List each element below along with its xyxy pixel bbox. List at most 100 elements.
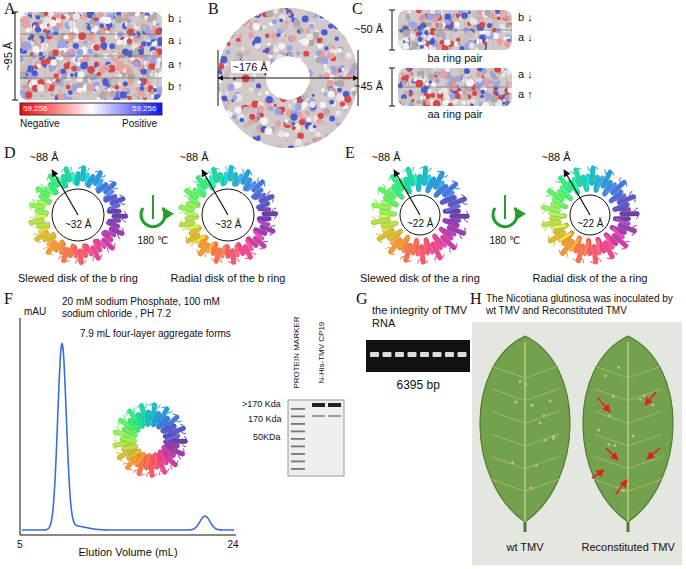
mw-marker: >170 Kda <box>242 399 281 409</box>
ring-label: b ↓ <box>168 12 183 25</box>
panel-letter: C <box>352 0 363 18</box>
dimension-label: ~88 Å <box>370 151 403 164</box>
lesion-arrow <box>606 448 618 460</box>
panel-letter: H <box>470 290 482 308</box>
gel-label: the integrity of TMV RNA <box>372 304 468 329</box>
marker-band <box>291 468 305 470</box>
ring-label: a ↓ <box>168 34 183 47</box>
leaf <box>480 336 570 532</box>
helix-disk <box>370 165 469 265</box>
dimension-line <box>392 10 393 50</box>
marker-band <box>291 453 305 455</box>
rna-band <box>408 352 417 357</box>
marker-band <box>291 408 305 410</box>
sample-band <box>328 403 341 407</box>
panel-letter: B <box>208 0 219 18</box>
axis-label: mAU <box>24 306 46 318</box>
lesion-arrow <box>645 392 656 405</box>
ring-label: a ↓ <box>518 31 533 44</box>
panel-letter: G <box>356 290 368 308</box>
elution-trace <box>22 344 234 530</box>
mw-marker: 170 Kda <box>248 414 282 424</box>
leaf <box>583 336 673 532</box>
dimension-label: ~88 Å <box>178 151 211 164</box>
marker-band <box>291 423 305 425</box>
rotation-axis <box>504 195 506 219</box>
protein-gel <box>288 400 344 476</box>
sample-band <box>312 403 325 407</box>
tick-label: 24 <box>228 539 239 551</box>
marker-band <box>291 438 305 440</box>
figure-note: The Nicotiana glutinosa was inoculated b… <box>486 293 682 316</box>
dimension-line <box>15 12 16 100</box>
panel-letter: F <box>4 290 13 308</box>
sample-band <box>328 415 341 417</box>
colorbar-label: Negative <box>20 118 59 130</box>
ring-label: b ↑ <box>168 80 183 93</box>
peak-note: 7.9 mL four-layer aggregate forms <box>80 328 231 340</box>
dimension-line <box>218 78 358 79</box>
rna-band <box>383 352 392 357</box>
buffer-note: 20 mM sodium Phosphate, 100 mM sodium ch… <box>62 296 252 319</box>
lesion-arrow <box>598 398 610 412</box>
lesion-arrow <box>616 480 627 494</box>
axis-label: Elution Volume (mL) <box>79 546 178 559</box>
rna-band <box>370 352 379 357</box>
dimension-line <box>392 68 393 106</box>
dimension-label: ~95 Å <box>2 41 15 70</box>
panel-letter: E <box>345 144 355 162</box>
rna-band <box>395 352 404 357</box>
panel-letter: D <box>4 144 16 162</box>
sample-band <box>312 415 325 417</box>
rna-band <box>458 352 467 357</box>
colorbar-value: 59.256 <box>23 104 47 113</box>
rna-band <box>433 352 442 357</box>
pair-label: ba ring pair <box>428 52 483 65</box>
mw-marker: 50KDa <box>253 432 281 442</box>
helix-disk <box>178 165 278 266</box>
protein-surface <box>398 10 512 50</box>
dimension-label: ~176 Å <box>231 61 270 74</box>
leaf-label: wt TMV <box>507 541 544 554</box>
rna-gel <box>366 340 470 372</box>
marker-band <box>291 431 305 433</box>
disk-caption: Slewed disk of the b ring <box>18 272 138 285</box>
gel-label: 6395 bp <box>397 379 440 393</box>
dimension-label: ~32 Å <box>215 219 241 231</box>
dimension-tick <box>389 106 395 107</box>
dimension-label: ~88 Å <box>28 151 61 164</box>
ring-label: a ↓ <box>518 68 533 81</box>
color-bar <box>20 103 162 115</box>
ring-label: a ↑ <box>518 88 533 101</box>
dimension-label: ~50 Å <box>354 23 383 36</box>
photo-ground <box>472 322 682 565</box>
marker-band <box>291 416 305 418</box>
dimension-label: ~45 Å <box>354 80 383 93</box>
dimension-label: ~32 Å <box>65 219 91 231</box>
dimension-tick <box>389 10 395 11</box>
y-axis <box>20 318 21 535</box>
x-axis <box>20 535 236 536</box>
dimension-tick <box>218 50 219 106</box>
helix-disk <box>540 165 639 265</box>
protein-surface <box>398 68 512 106</box>
protein-surface <box>20 12 162 100</box>
colorbar-value: 59.256 <box>132 104 156 113</box>
lesion-arrow <box>592 470 604 478</box>
lane-label: PROTEIN MARKER <box>292 316 301 388</box>
dimension-tick <box>389 68 395 69</box>
ring-label: a ↑ <box>168 58 183 71</box>
marker-band <box>291 446 305 448</box>
lesion-arrow <box>647 448 660 459</box>
dimension-label: ~88 Å <box>540 151 573 164</box>
lane-label: N-His-TMV CP19 <box>317 321 326 383</box>
rna-band <box>445 352 454 357</box>
tick-label: 5 <box>17 539 23 551</box>
dimension-tick <box>389 50 395 51</box>
disk-caption: Radial disk of the b ring <box>171 272 286 285</box>
helix-disk <box>28 165 128 266</box>
dimension-tick <box>12 100 18 101</box>
pair-label: aa ring pair <box>428 108 483 121</box>
dimension-tick <box>358 50 359 106</box>
